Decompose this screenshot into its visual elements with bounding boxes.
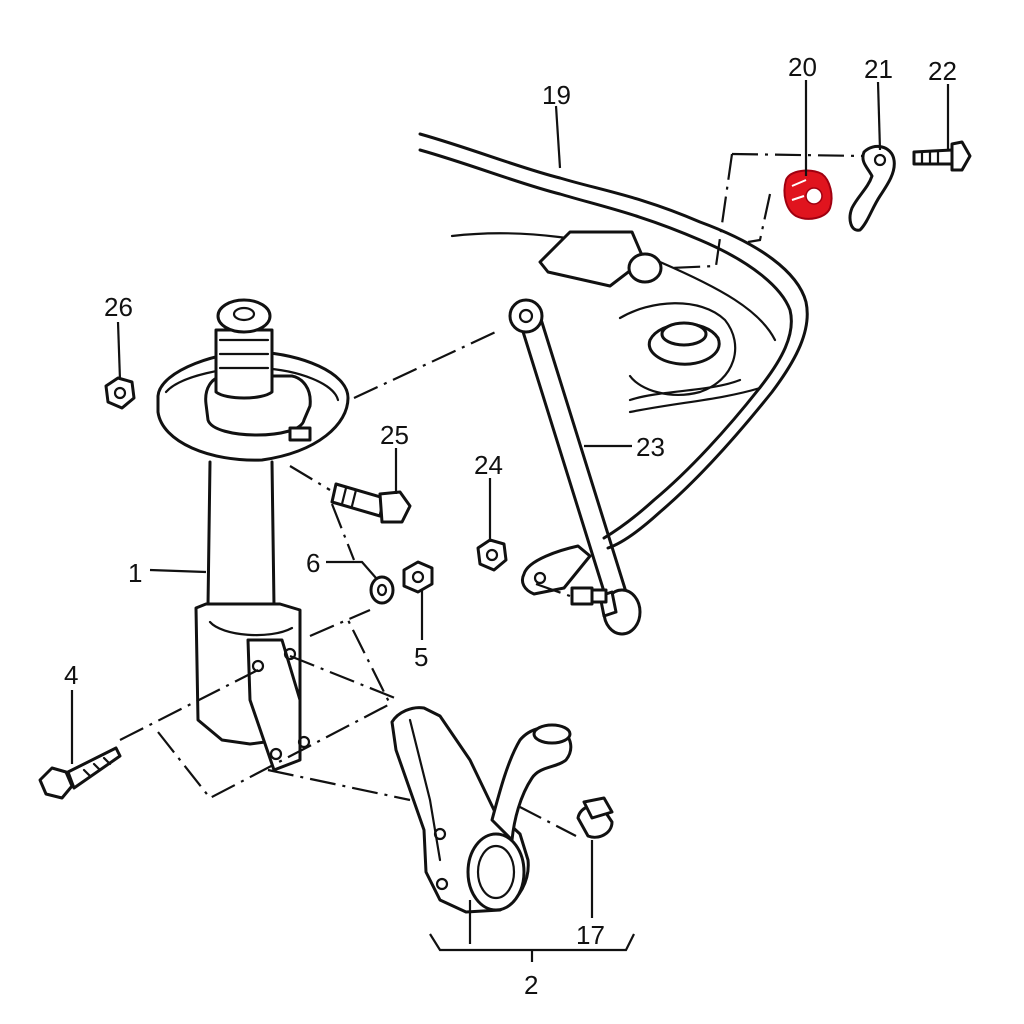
stabilizer-bar bbox=[418, 132, 809, 550]
leader-lines bbox=[70, 80, 950, 962]
coupling-rod bbox=[508, 298, 642, 636]
assembly-lines bbox=[119, 152, 865, 837]
label-24: 24 bbox=[474, 450, 503, 480]
subframe-body-panel bbox=[450, 230, 777, 414]
bolt-22 bbox=[912, 140, 972, 172]
nut-5 bbox=[402, 560, 434, 594]
rubber-bush-highlighted bbox=[783, 169, 833, 220]
label-25: 25 bbox=[380, 420, 409, 450]
label-20: 20 bbox=[788, 52, 817, 82]
label-5: 5 bbox=[414, 642, 428, 672]
label-19: 19 bbox=[542, 80, 571, 110]
nut-24 bbox=[476, 538, 508, 572]
bolt-4 bbox=[38, 746, 122, 800]
label-6: 6 bbox=[306, 548, 320, 578]
label-4: 4 bbox=[64, 660, 78, 690]
washer-6 bbox=[369, 575, 395, 605]
label-21: 21 bbox=[864, 54, 893, 84]
label-17: 17 bbox=[576, 920, 605, 950]
bolt-17 bbox=[576, 796, 614, 839]
clamp-21 bbox=[848, 144, 896, 232]
strut bbox=[156, 298, 350, 772]
bolt-25 bbox=[330, 482, 412, 524]
label-26: 26 bbox=[104, 292, 133, 322]
label-23: 23 bbox=[636, 432, 665, 462]
nut-26 bbox=[104, 376, 136, 410]
bush-hole bbox=[805, 187, 823, 205]
label-22: 22 bbox=[928, 56, 957, 86]
part-labels: 19 20 21 22 26 25 24 23 1 6 5 4 17 2 bbox=[64, 52, 957, 1000]
wheel-bearing-housing bbox=[390, 706, 573, 914]
label-1: 1 bbox=[128, 558, 142, 588]
label-2: 2 bbox=[524, 970, 538, 1000]
link-bracket bbox=[520, 544, 608, 606]
